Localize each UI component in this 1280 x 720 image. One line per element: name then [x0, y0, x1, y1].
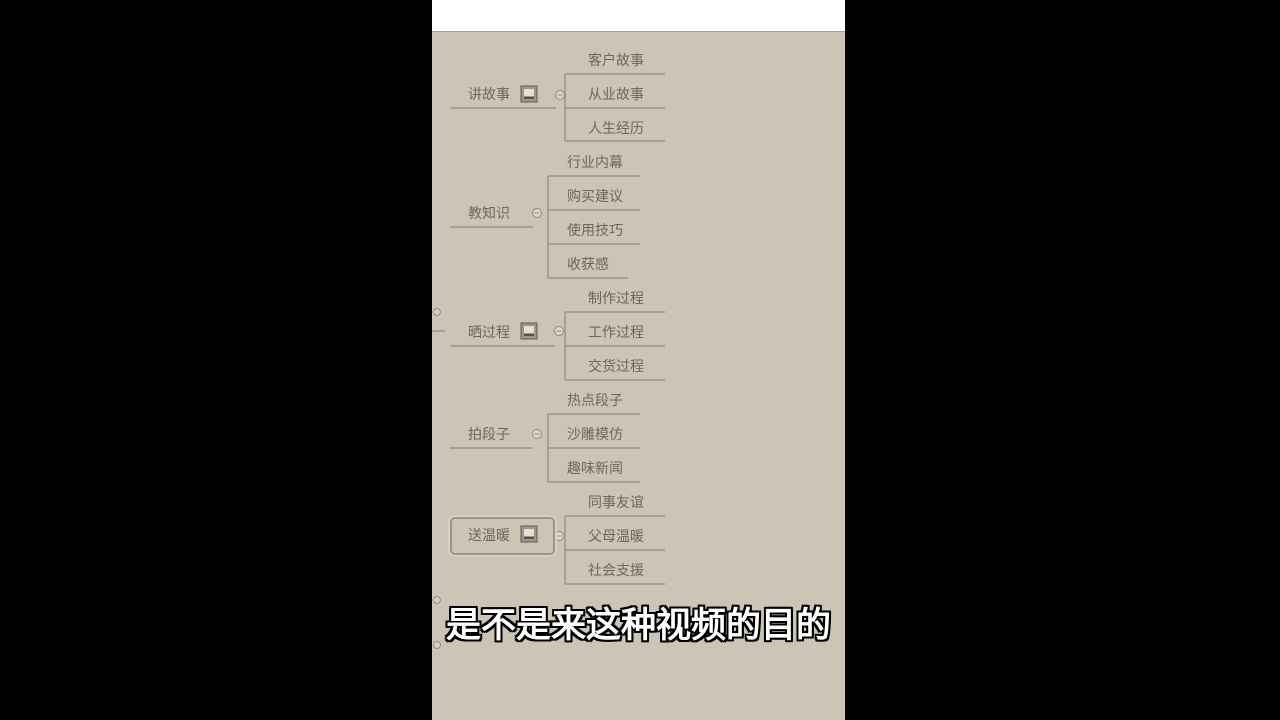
note-icon[interactable]: [520, 85, 538, 103]
branch-connectors-2: [450, 311, 665, 381]
topic-show-process[interactable]: 晒过程: [468, 325, 510, 341]
subtopic[interactable]: 父母温暖: [588, 529, 644, 545]
collapse-icon[interactable]: [554, 326, 564, 336]
branch-connectors-3: [450, 413, 640, 483]
top-white-bar: [432, 0, 845, 32]
subtopic[interactable]: 制作过程: [588, 291, 644, 307]
collapse-icon[interactable]: [532, 208, 542, 218]
subtopic[interactable]: 趣味新闻: [567, 461, 623, 477]
topic-tell-stories[interactable]: 讲故事: [468, 87, 510, 103]
note-icon[interactable]: [520, 525, 538, 543]
root-handle-icon[interactable]: [433, 308, 441, 316]
letterbox-right: [845, 0, 1280, 720]
letterbox-left: [0, 0, 432, 720]
subtopic[interactable]: 社会支援: [588, 563, 644, 579]
selected-topic-box[interactable]: [450, 517, 555, 555]
subtopic[interactable]: 沙雕模仿: [567, 427, 623, 443]
subtopic[interactable]: 行业内幕: [567, 155, 623, 171]
note-icon[interactable]: [520, 322, 538, 340]
root-handle-icon[interactable]: [433, 596, 441, 604]
subtopic[interactable]: 收获感: [567, 257, 609, 273]
branch-connectors-4: [555, 515, 665, 585]
subtopic[interactable]: 热点段子: [567, 393, 623, 409]
subtopic[interactable]: 工作过程: [588, 325, 644, 341]
topic-send-warmth[interactable]: 送温暖: [468, 528, 510, 544]
subtopic[interactable]: 交货过程: [588, 359, 644, 375]
mindmap-canvas: [432, 32, 845, 720]
video-frame: 讲故事 客户故事 从业故事 人生经历 教知识 行业内幕 购买建议 使用技巧 收获…: [432, 0, 845, 720]
subtopic[interactable]: 客户故事: [588, 53, 644, 69]
mindmap-connectors: [432, 73, 665, 649]
subtopic[interactable]: 同事友谊: [588, 495, 644, 511]
branch-connectors-1: [450, 175, 640, 279]
branch-connectors-0: [450, 73, 665, 142]
video-subtitle: 是不是来这种视频的目的: [445, 606, 831, 646]
topic-shoot-skits[interactable]: 拍段子: [468, 427, 510, 443]
collapse-icon[interactable]: [532, 429, 542, 439]
subtopic[interactable]: 使用技巧: [567, 223, 623, 239]
subtopic[interactable]: 购买建议: [567, 189, 623, 205]
topic-teach-knowledge[interactable]: 教知识: [468, 206, 510, 222]
collapse-icon[interactable]: [554, 531, 564, 541]
subtopic[interactable]: 从业故事: [588, 87, 644, 103]
subtopic[interactable]: 人生经历: [588, 121, 644, 137]
collapse-icon[interactable]: [555, 90, 565, 100]
root-handle-icon[interactable]: [433, 641, 441, 649]
